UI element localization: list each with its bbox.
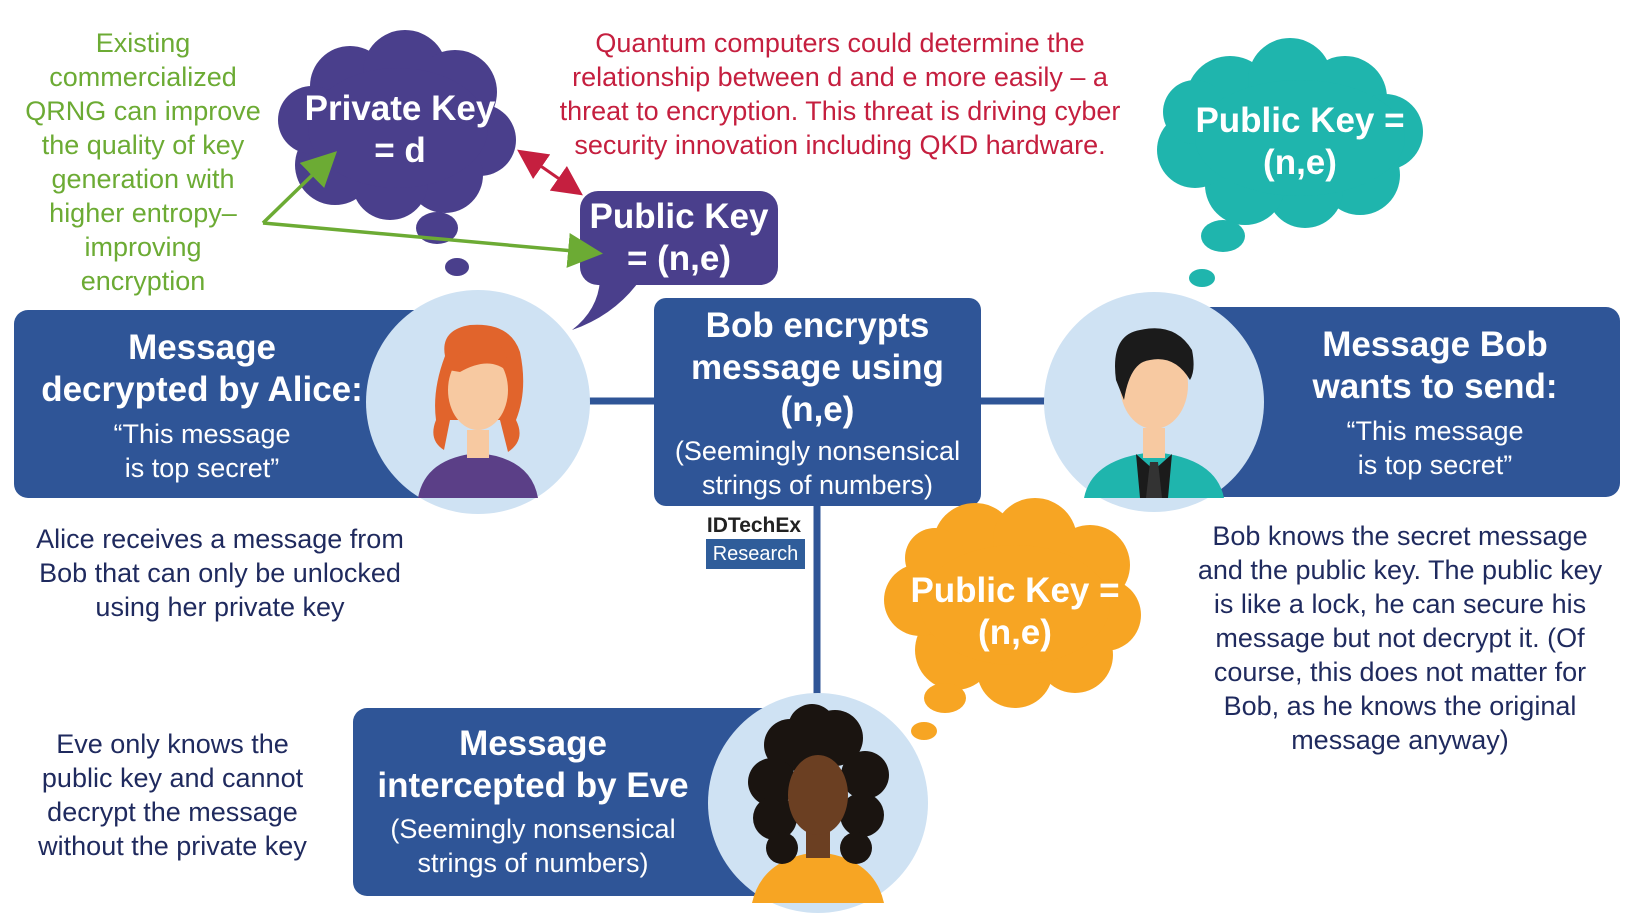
qrng-line: Existing bbox=[95, 28, 191, 58]
eve-message-box bbox=[353, 708, 793, 896]
bob-caption: Bob knows the secret message and the pub… bbox=[1170, 519, 1630, 757]
eve-public-key-bubble bbox=[884, 498, 1141, 740]
alice-caption-line: Alice receives a message from bbox=[36, 524, 404, 554]
qrng-note: Existing commercialized QRNG can improve… bbox=[12, 26, 274, 298]
qrng-arrows bbox=[261, 151, 603, 268]
eve-title-line: intercepted by Eve bbox=[377, 766, 689, 805]
eve-caption-line: Eve only knows the bbox=[56, 729, 289, 759]
alice-avatar bbox=[366, 290, 590, 514]
encrypt-box-title: Bob encrypts message using (n,e) bbox=[654, 305, 981, 431]
encrypt-title-line: message using bbox=[691, 348, 944, 387]
eve-caption-line: public key and cannot bbox=[41, 763, 304, 793]
qrng-line: encryption bbox=[80, 266, 206, 296]
private-key-bubble bbox=[278, 30, 516, 276]
bob-public-key-line: (n,e) bbox=[1263, 143, 1337, 182]
encrypt-box bbox=[654, 298, 981, 506]
qrng-line: QRNG can improve bbox=[25, 96, 261, 126]
qrng-line: the quality of key bbox=[41, 130, 245, 160]
alice-public-key-label: Public Key = (n,e) bbox=[580, 196, 778, 280]
private-key-label: Private Key = d bbox=[300, 88, 500, 172]
alice-box-title: Message decrypted by Alice: bbox=[22, 327, 382, 411]
idtechex-logo-text: IDTechEx bbox=[706, 514, 802, 537]
bob-caption-line: and the public key. The public key bbox=[1197, 555, 1603, 585]
bob-quote-line: is top secret” bbox=[1357, 450, 1513, 480]
bob-quote-line: “This message bbox=[1346, 416, 1524, 446]
alice-public-key-line: Public Key bbox=[589, 197, 769, 236]
alice-title-line: Message bbox=[128, 328, 276, 367]
encrypt-title-line: Bob encrypts bbox=[705, 306, 930, 345]
eve-box-title: Message intercepted by Eve bbox=[353, 723, 713, 807]
bob-caption-line: message but not decrypt it. (Of bbox=[1215, 623, 1585, 653]
bob-caption-line: is like a lock, he can secure his bbox=[1213, 589, 1587, 619]
encrypt-subtitle-line: (Seemingly nonsensical bbox=[674, 436, 961, 466]
eve-subtitle-line: (Seemingly nonsensical bbox=[390, 814, 676, 844]
bob-public-key-line: Public Key = bbox=[1195, 101, 1405, 140]
alice-quote-line: is top secret” bbox=[124, 453, 280, 483]
alice-public-key-bubble bbox=[572, 191, 778, 330]
alice-caption-line: using her private key bbox=[95, 592, 345, 622]
quantum-line: threat to encryption. This threat is dri… bbox=[559, 96, 1121, 126]
idtechex-logo-research: Research bbox=[706, 539, 805, 569]
alice-quote-line: “This message bbox=[113, 419, 291, 449]
eve-caption: Eve only knows the public key and cannot… bbox=[10, 727, 335, 863]
alice-public-key-line: = (n,e) bbox=[626, 239, 732, 278]
alice-title-line: decrypted by Alice: bbox=[41, 370, 363, 409]
bob-title-line: wants to send: bbox=[1312, 367, 1558, 406]
eve-box-subtitle: (Seemingly nonsensical strings of number… bbox=[353, 812, 713, 880]
bob-box-title: Message Bob wants to send: bbox=[1250, 324, 1620, 408]
eve-public-key-label: Public Key = (n,e) bbox=[905, 570, 1125, 654]
encrypt-box-subtitle: (Seemingly nonsensical strings of number… bbox=[654, 434, 981, 502]
qrng-line: improving bbox=[84, 232, 202, 262]
eve-caption-line: decrypt the message bbox=[47, 797, 298, 827]
bob-public-key-bubble bbox=[1157, 38, 1423, 287]
encrypt-subtitle-line: strings of numbers) bbox=[701, 470, 934, 500]
bob-caption-line: course, this does not matter for bbox=[1213, 657, 1587, 687]
private-key-line: Private Key bbox=[304, 89, 496, 128]
alice-box-quote: “This message is top secret” bbox=[22, 417, 382, 485]
alice-caption: Alice receives a message from Bob that c… bbox=[10, 522, 430, 624]
quantum-line: relationship between d and e more easily… bbox=[572, 62, 1108, 92]
bob-caption-line: message anyway) bbox=[1291, 725, 1509, 755]
eve-title-line: Message bbox=[459, 724, 607, 763]
bob-caption-line: Bob, as he knows the original bbox=[1223, 691, 1577, 721]
eve-public-key-line: Public Key = bbox=[910, 571, 1120, 610]
quantum-line: security innovation including QKD hardwa… bbox=[574, 130, 1106, 160]
qrng-line: higher entropy– bbox=[49, 198, 237, 228]
bob-message-box bbox=[1160, 307, 1620, 497]
qrng-line: generation with bbox=[51, 164, 235, 194]
eve-public-key-line: (n,e) bbox=[978, 613, 1052, 652]
bob-avatar bbox=[1044, 292, 1264, 512]
private-key-line: = d bbox=[374, 131, 426, 170]
eve-caption-line: without the private key bbox=[38, 831, 307, 861]
bob-public-key-label: Public Key = (n,e) bbox=[1180, 100, 1420, 184]
bob-box-quote: “This message is top secret” bbox=[1250, 414, 1620, 482]
alice-caption-line: Bob that can only be unlocked bbox=[39, 558, 401, 588]
bob-title-line: Message Bob bbox=[1322, 325, 1548, 364]
quantum-line: Quantum computers could determine the bbox=[595, 28, 1085, 58]
qrng-line: commercialized bbox=[49, 62, 237, 92]
quantum-threat-note: Quantum computers could determine the re… bbox=[520, 26, 1160, 162]
eve-subtitle-line: strings of numbers) bbox=[417, 848, 649, 878]
alice-message-box bbox=[14, 310, 484, 498]
threat-arrow bbox=[517, 149, 583, 196]
encrypt-title-line: (n,e) bbox=[780, 390, 855, 429]
eve-avatar bbox=[708, 693, 928, 913]
bob-caption-line: Bob knows the secret message bbox=[1212, 521, 1588, 551]
